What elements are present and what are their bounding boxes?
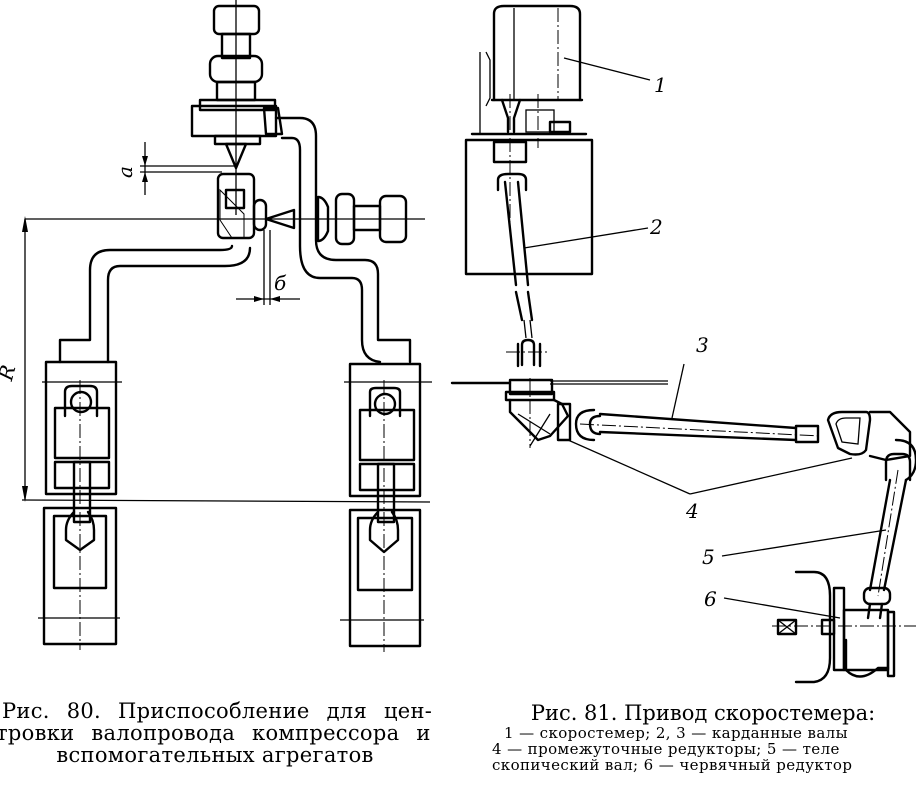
caption-81-legend-line-3: скопический вал; 6 — червячный редуктор	[492, 755, 853, 774]
figure-80-centering-fixture: a б R	[0, 0, 450, 700]
radius-r-dimension: R	[0, 216, 28, 502]
caption-80-line-1: Рис. 80. Приспособление для цен-	[2, 699, 433, 723]
joint-axis	[21, 499, 431, 503]
worm-reducer-6	[772, 570, 916, 684]
callout-4: 4	[685, 499, 699, 523]
callout-leaders	[523, 57, 887, 619]
right-coupling	[340, 362, 432, 652]
fixture-arm-left-outer	[58, 244, 234, 364]
label-r: R	[0, 362, 20, 384]
callout-3: 3	[696, 333, 709, 357]
pointer-cone-top	[224, 142, 248, 170]
callout-5: 5	[702, 545, 715, 569]
telescopic-shaft-5	[862, 452, 912, 620]
top-knurled-knob	[212, 4, 261, 60]
indicator-bracket	[190, 98, 284, 146]
caption-81-legend-line-2: 4 — промежуточные редукторы; 5 — теле	[492, 739, 840, 758]
mounting-panel	[464, 138, 594, 276]
callout-1: 1	[654, 73, 667, 97]
caption-81-title: Рис. 81. Привод скоростемера:	[530, 701, 876, 725]
fixture-arm-right-outer	[274, 116, 412, 364]
side-knurled-knob	[316, 192, 408, 246]
output-fitting	[492, 140, 528, 164]
label-b: б	[274, 271, 287, 295]
figure-81-drawing: 1 2 3 4 5 6	[450, 4, 916, 684]
figure-81-caption: Рис. 81. Привод скоростемера: 1 — скорос…	[470, 702, 916, 773]
label-a: a	[113, 166, 137, 178]
figure-81-speedometer-drive: 1 2 3 4 5 6	[450, 0, 916, 700]
cardan-shaft-3	[574, 408, 821, 444]
figure-80-caption: Рис. 80. Приспособление для цен- тровки …	[0, 699, 433, 768]
intermediate-reducer-right	[826, 410, 916, 482]
caption-80-line-2: тровки валопровода компрессора и	[0, 721, 431, 746]
gap-b-dimension: б	[236, 230, 300, 305]
shaft-hub	[216, 172, 268, 240]
cardan-shaft-2	[503, 180, 534, 339]
pointer-cone-side	[264, 208, 296, 230]
fixture-arm-right-inner	[280, 136, 382, 364]
cardan-yoke-lower	[506, 338, 550, 368]
callout-6: 6	[704, 587, 717, 611]
gap-a-dimension: a	[113, 142, 236, 195]
caption-81-legend-line-1: 1 — скоростемер; 2, 3 — карданные валы	[504, 724, 848, 743]
caption-80-line-3: вспомогательных агрегатов	[56, 743, 374, 768]
fixture-arm-left-inner	[106, 246, 252, 364]
cardan-yoke-top	[496, 172, 528, 192]
callout-2: 2	[649, 215, 663, 239]
left-coupling	[38, 360, 122, 650]
intermediate-reducer-left	[450, 378, 668, 448]
figure-80-drawing: a б R	[0, 0, 432, 652]
speedometer-unit	[470, 4, 588, 136]
